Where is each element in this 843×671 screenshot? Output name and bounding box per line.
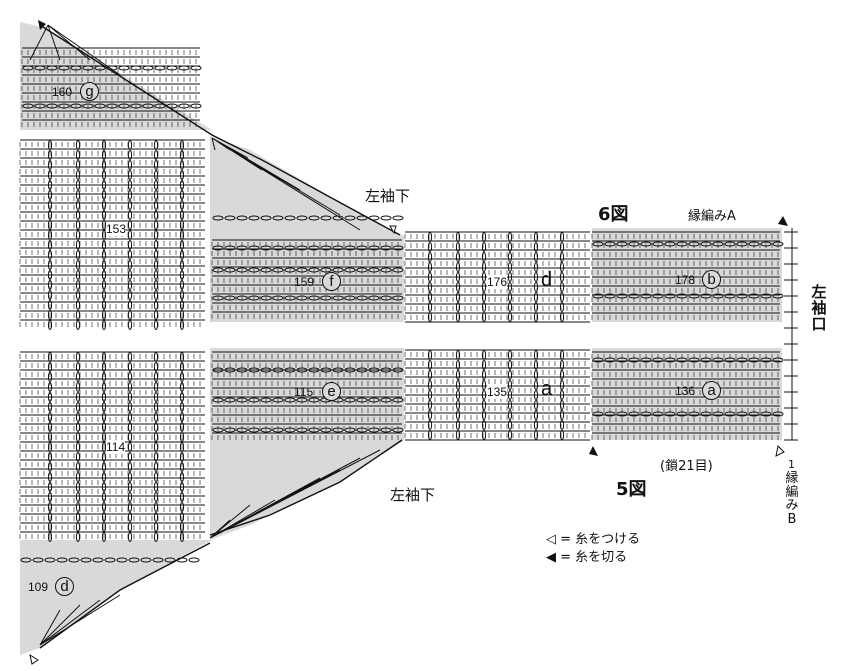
figure-5-label: 5図 <box>616 479 647 500</box>
cut-marker-top-right <box>778 216 788 226</box>
region-g <box>20 22 212 130</box>
row-count-153: 153 <box>106 222 127 236</box>
thread-markers <box>29 20 788 665</box>
legend-cut-thread: ◀ = 糸を切る <box>546 550 628 565</box>
sleeve-under-label-top: 左袖下 <box>365 187 411 205</box>
section-b-marker: b <box>702 270 721 289</box>
row-count-114: 114 <box>106 440 126 454</box>
row-count-115: 115 <box>294 385 314 399</box>
row-count-176: 176 <box>487 275 508 289</box>
shaded-regions <box>20 22 782 655</box>
cut-marker-top-left <box>38 20 46 30</box>
section-f-marker: f <box>322 272 341 291</box>
diag-bottom-edge <box>209 439 403 536</box>
section-e-marker: e <box>322 382 341 401</box>
section-a-marker: a <box>702 381 721 400</box>
chart-lines <box>19 24 798 649</box>
attach-marker-top <box>389 225 397 235</box>
chain-label: (鎖21目) <box>660 459 713 474</box>
diag-top-edge <box>39 24 401 236</box>
region-a <box>592 348 782 440</box>
legend-attach-thread: ◁ = 糸をつける <box>546 532 641 547</box>
row-count-160: 160 <box>52 85 73 99</box>
region-d-bottom <box>20 540 212 655</box>
attach-marker-bottom-right <box>775 444 785 457</box>
row-count-135: 135 <box>487 385 508 399</box>
section-d-bottom-marker: d <box>55 577 74 596</box>
region-e <box>210 348 404 540</box>
edge-b-number: 1 <box>788 458 795 471</box>
sleeve-under-label-bottom: 左袖下 <box>390 486 436 504</box>
section-d-top-letter: d <box>541 269 553 291</box>
edge-a-label: 縁編みA <box>688 209 736 224</box>
row-count-159: 159 <box>294 275 315 289</box>
section-g-marker: g <box>80 82 99 101</box>
attach-marker-bottom-left <box>29 653 39 665</box>
cuff-label: 左袖口 <box>811 283 827 333</box>
cut-marker-bottom <box>589 446 598 456</box>
section-a-plain-letter: a <box>541 378 553 400</box>
row-count-109: 109 <box>28 580 49 594</box>
row-count-136: 136 <box>675 384 696 398</box>
fan-lines <box>29 24 381 646</box>
row-count-178: 178 <box>675 273 696 287</box>
figure-6-label: 6図 <box>598 204 629 225</box>
